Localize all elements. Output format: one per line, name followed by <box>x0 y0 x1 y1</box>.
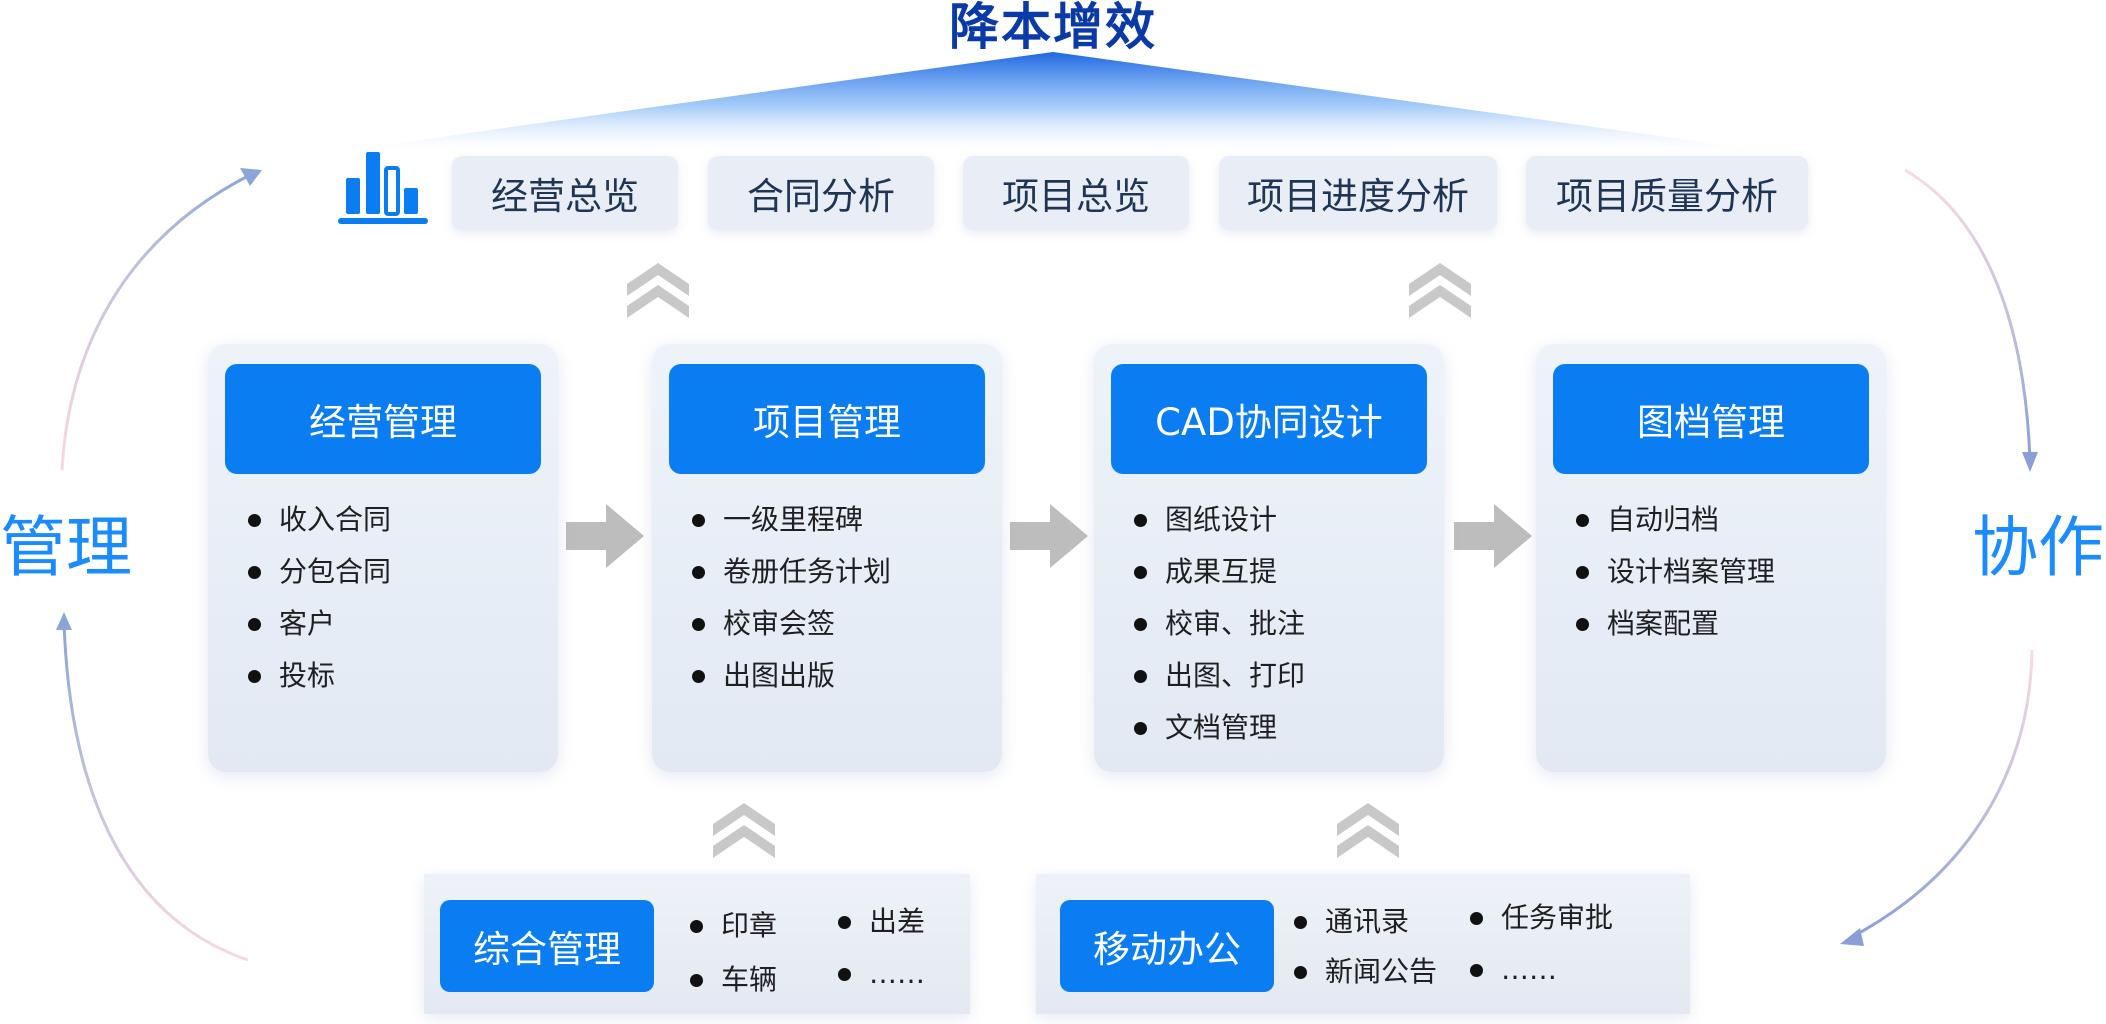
list-item: 出图、打印 <box>1134 650 1305 702</box>
list-item: 收入合同 <box>248 494 391 546</box>
cycle-arrow-left-bottom <box>62 621 249 962</box>
list-item: 出图出版 <box>692 650 891 702</box>
module-card: 经营管理 收入合同 分包合同 客户 投标 <box>208 344 558 772</box>
list-item: 校审、批注 <box>1134 598 1305 650</box>
bullet-icon <box>692 565 705 579</box>
bottom-panel: 移动办公 通讯录 任务审批 新闻公告 …… <box>1036 874 1690 1014</box>
double-chevron-up-icon <box>713 803 775 858</box>
cycle-arrow-right-top-head <box>2022 452 2038 472</box>
cycle-arrow-right-bottom <box>1849 649 2034 940</box>
side-label-collaboration: 协作 <box>1972 509 2104 586</box>
bullet-icon <box>1134 669 1147 683</box>
bullet-icon <box>1134 513 1147 527</box>
bullet-icon <box>1134 617 1147 631</box>
list-item: 设计档案管理 <box>1576 546 1775 598</box>
list-item: 文档管理 <box>1134 702 1305 754</box>
module-title[interactable]: 项目管理 <box>669 364 985 474</box>
overview-pill[interactable]: 项目进度分析 <box>1219 156 1497 230</box>
bullet-icon <box>838 967 851 981</box>
bullet-icon <box>1134 565 1147 579</box>
module-title[interactable]: 经营管理 <box>225 364 541 474</box>
cycle-arrow-left-top-head <box>240 168 262 186</box>
bullet-icon <box>1470 911 1483 925</box>
right-arrow-icon <box>566 504 644 568</box>
list-item: 档案配置 <box>1576 598 1775 650</box>
bullet-icon <box>248 617 261 631</box>
bottom-panel: 综合管理 印章 出差 车辆 …… <box>424 874 970 1014</box>
cycle-arrow-left-top <box>60 172 253 471</box>
bullet-icon <box>1470 963 1483 977</box>
module-card: CAD协同设计 图纸设计 成果互提 校审、批注 出图、打印 文档管理 <box>1094 344 1444 772</box>
right-arrow-icon <box>1454 504 1532 568</box>
overview-pill[interactable]: 合同分析 <box>708 156 934 230</box>
bullet-icon <box>248 669 261 683</box>
cycle-arrow-left-bottom-head <box>56 612 72 630</box>
list-item: 自动归档 <box>1576 494 1775 546</box>
list-item: 校审会签 <box>692 598 891 650</box>
bullet-icon <box>692 669 705 683</box>
bullet-icon <box>692 513 705 527</box>
list-item: 车辆 <box>690 960 777 1000</box>
list-item: …… <box>1470 950 1557 990</box>
title-glow <box>350 52 1760 150</box>
bullet-icon <box>1294 965 1307 979</box>
bottom-panel-title[interactable]: 移动办公 <box>1060 900 1274 992</box>
bullet-icon <box>248 513 261 527</box>
module-card: 图档管理 自动归档 设计档案管理 档案配置 <box>1536 344 1886 772</box>
bullet-icon <box>690 973 703 987</box>
bar-chart-icon <box>338 152 428 224</box>
overview-pill[interactable]: 项目质量分析 <box>1526 156 1808 230</box>
list-item: 投标 <box>248 650 391 702</box>
double-chevron-up-icon <box>1409 263 1471 318</box>
list-item: …… <box>838 954 925 994</box>
overview-pill[interactable]: 项目总览 <box>963 156 1189 230</box>
list-item: 成果互提 <box>1134 546 1305 598</box>
bullet-icon <box>1576 617 1589 631</box>
module-title[interactable]: CAD协同设计 <box>1111 364 1427 474</box>
bullet-icon <box>1134 721 1147 735</box>
page-title: 降本增效 <box>949 0 1157 56</box>
bullet-icon <box>248 565 261 579</box>
list-item: 通讯录 <box>1294 902 1409 942</box>
bottom-panel-title[interactable]: 综合管理 <box>440 900 654 992</box>
list-item: 新闻公告 <box>1294 952 1437 992</box>
double-chevron-up-icon <box>1337 803 1399 858</box>
bullet-icon <box>1576 565 1589 579</box>
list-item: 任务审批 <box>1470 898 1613 938</box>
list-item: 图纸设计 <box>1134 494 1305 546</box>
bullet-icon <box>838 915 851 929</box>
cycle-arrow-right-top <box>1904 168 2032 461</box>
list-item: 出差 <box>838 902 925 942</box>
module-item-list: 图纸设计 成果互提 校审、批注 出图、打印 文档管理 <box>1134 494 1305 754</box>
list-item: 一级里程碑 <box>692 494 891 546</box>
module-item-list: 收入合同 分包合同 客户 投标 <box>248 494 391 702</box>
list-item: 客户 <box>248 598 391 650</box>
list-item: 卷册任务计划 <box>692 546 891 598</box>
bullet-icon <box>690 919 703 933</box>
double-chevron-up-icon <box>627 263 689 318</box>
right-arrow-icon <box>1010 504 1088 568</box>
bullet-icon <box>1294 915 1307 929</box>
bullet-icon <box>692 617 705 631</box>
cycle-arrow-right-bottom-head <box>1840 928 1864 946</box>
list-item: 印章 <box>690 906 777 946</box>
module-card: 项目管理 一级里程碑 卷册任务计划 校审会签 出图出版 <box>652 344 1002 772</box>
module-item-list: 自动归档 设计档案管理 档案配置 <box>1576 494 1775 650</box>
list-item: 分包合同 <box>248 546 391 598</box>
bullet-icon <box>1576 513 1589 527</box>
overview-pill[interactable]: 经营总览 <box>452 156 678 230</box>
module-item-list: 一级里程碑 卷册任务计划 校审会签 出图出版 <box>692 494 891 702</box>
module-title[interactable]: 图档管理 <box>1553 364 1869 474</box>
side-label-management: 管理 <box>0 509 132 586</box>
